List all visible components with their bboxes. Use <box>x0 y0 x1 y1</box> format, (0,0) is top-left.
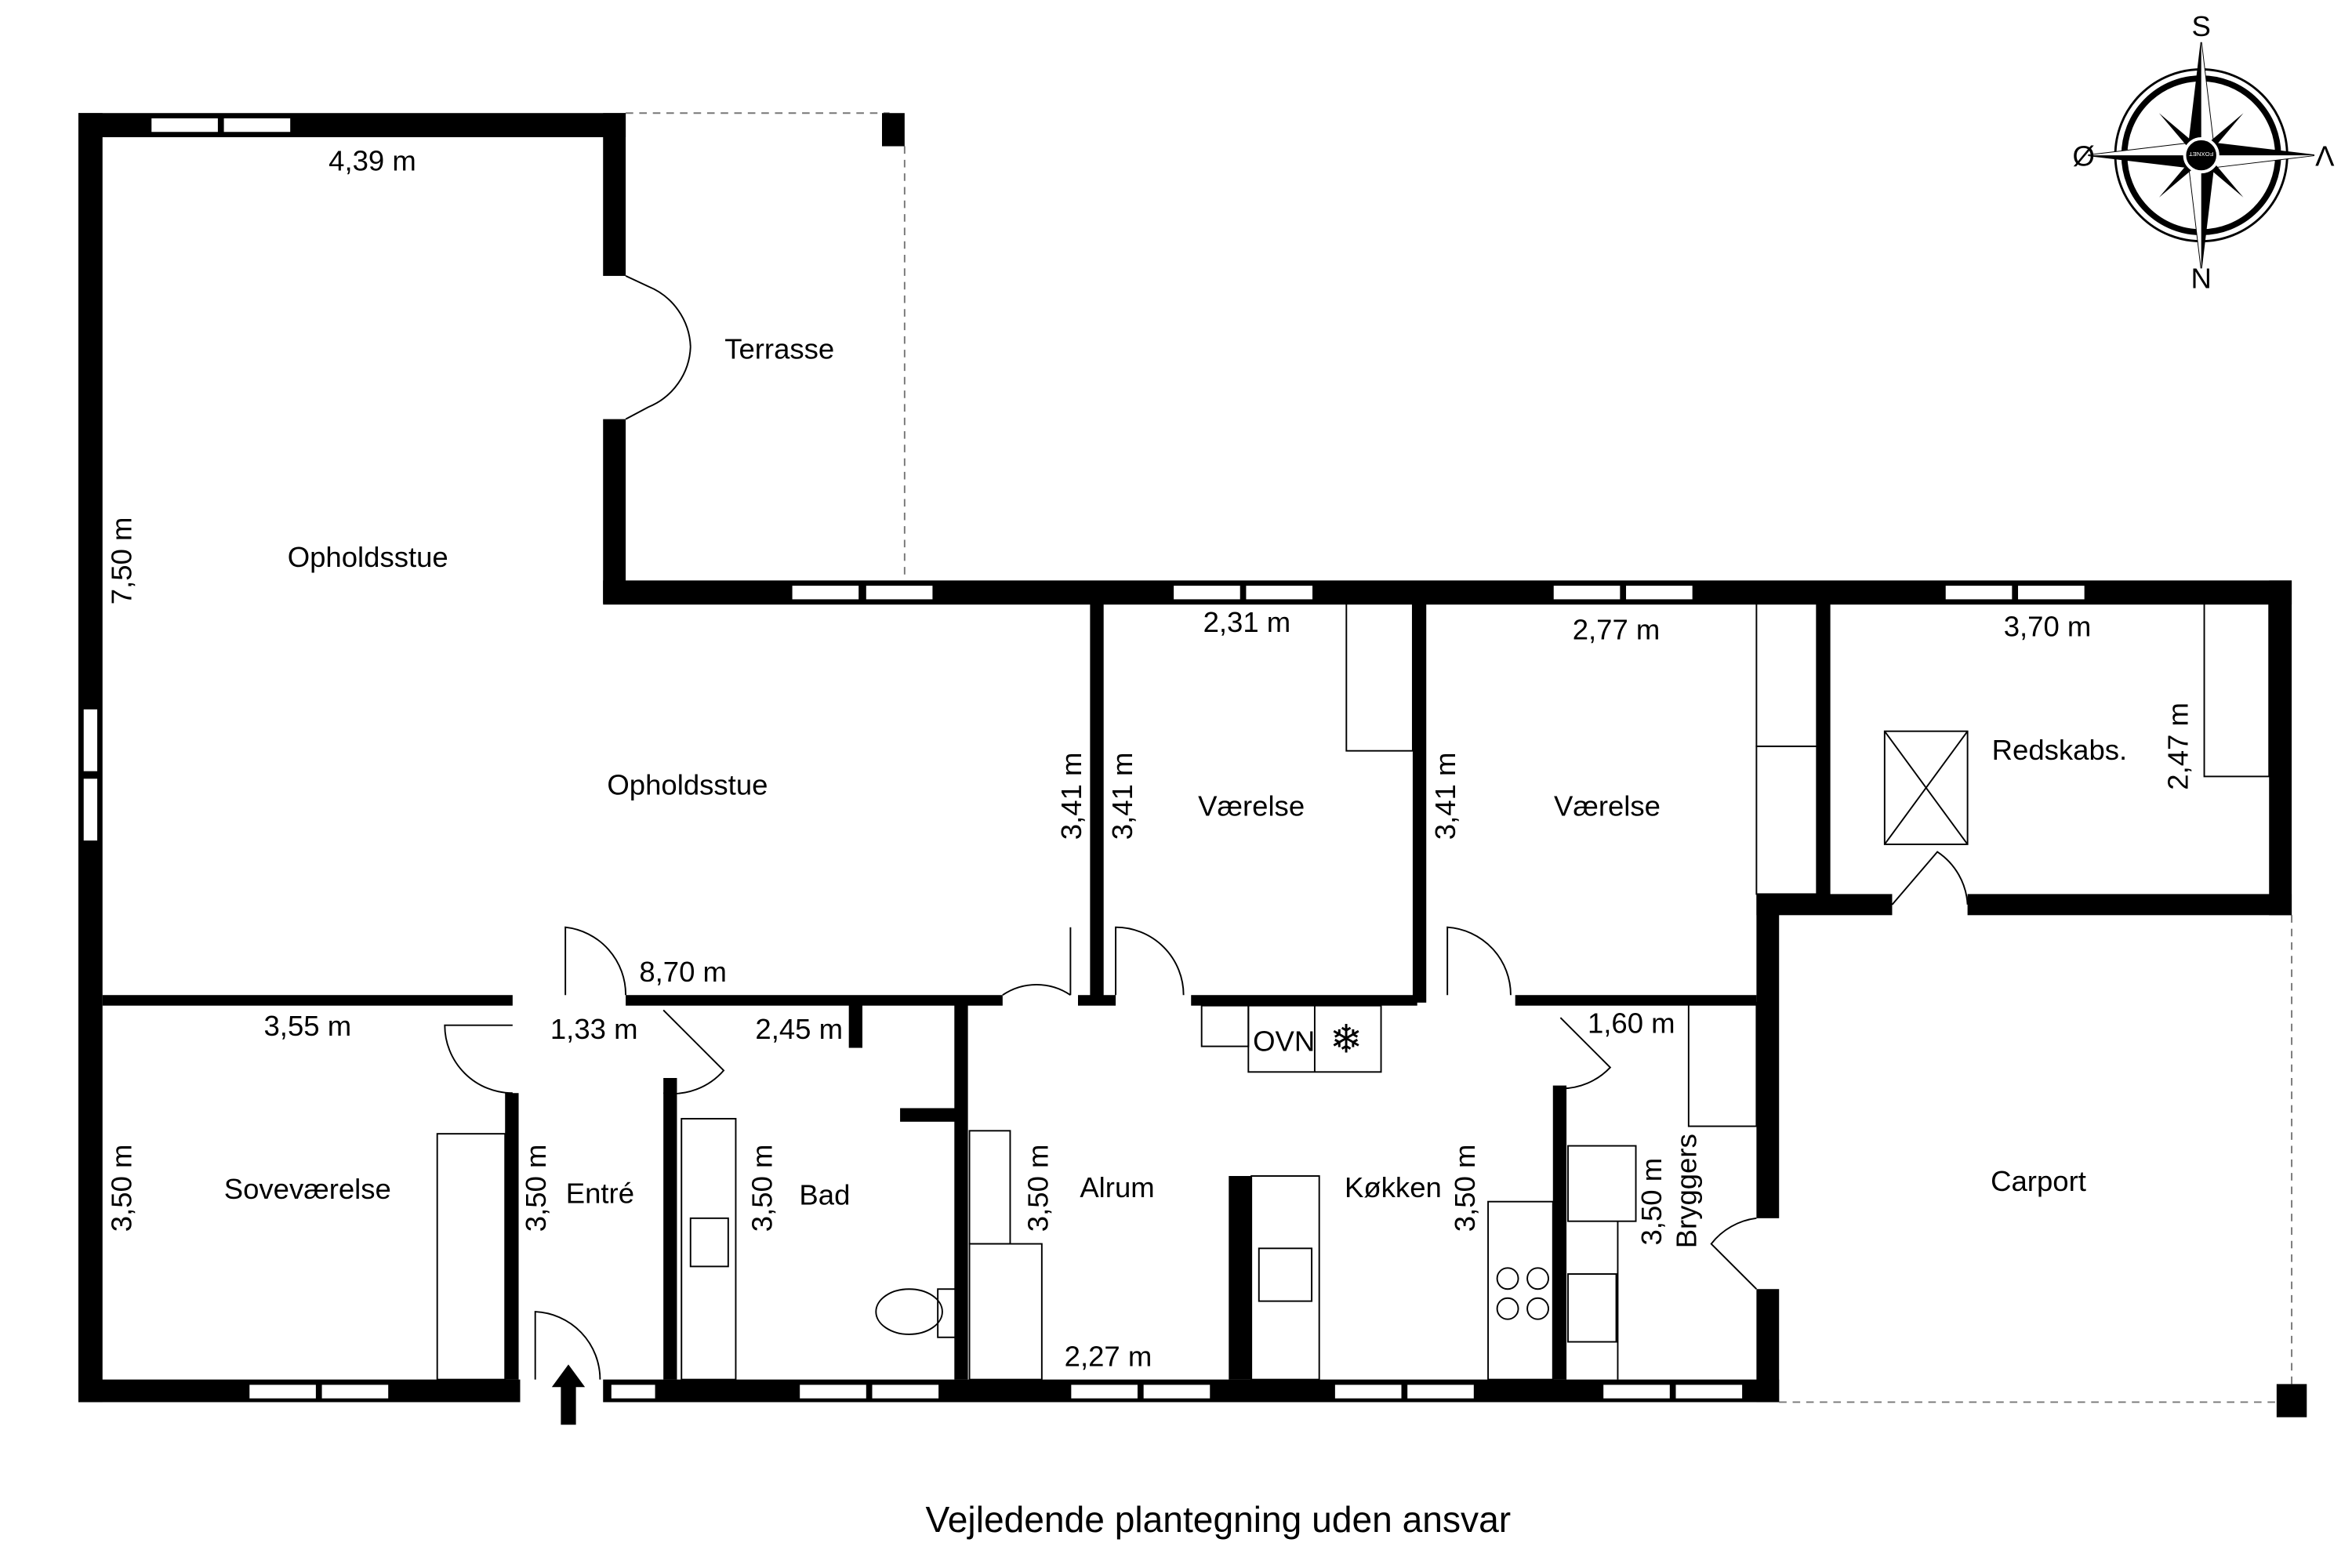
dim-alrum-left: 3,50 m <box>1022 1145 1054 1232</box>
walls <box>78 113 2292 1403</box>
room-bryggers: Bryggers <box>1670 1134 1702 1248</box>
stove-icon <box>1496 1267 1549 1320</box>
room-terrasse: Terrasse <box>724 333 834 365</box>
room-sovevaerelse: Soveværelse <box>224 1173 391 1205</box>
dim-vaerelse2-left: 3,41 m <box>1429 753 1461 840</box>
freezer-icon: ❄ <box>1330 1017 1363 1061</box>
room-alrum: Alrum <box>1080 1171 1154 1203</box>
crate-icon <box>1883 730 1969 845</box>
sink-icon <box>1567 1273 1617 1343</box>
compass-rose: FOXNET S N Ø V <box>2072 10 2334 294</box>
dim-bad-top: 2,45 m <box>755 1013 843 1045</box>
compass-logo: FOXNET <box>2189 151 2213 158</box>
dim-entre-top: 1,33 m <box>550 1013 638 1045</box>
room-redskabs: Redskabs. <box>1992 734 2128 766</box>
room-vaerelse-2: Værelse <box>1554 789 1661 822</box>
room-vaerelse-1: Værelse <box>1198 789 1305 822</box>
compass-top-label: S <box>2192 10 2211 42</box>
dim-sove-left: 3,50 m <box>105 1145 137 1232</box>
dim-vaerelse1-left: 3,41 m <box>1106 753 1138 840</box>
dim-vaerelse2-top: 2,77 m <box>1573 613 1661 645</box>
dim-vaerelse1-top: 2,31 m <box>1203 606 1291 638</box>
carport-outline <box>1779 915 2307 1417</box>
compass-right-label: V <box>2315 140 2335 172</box>
dim-ophold-top: 4,39 m <box>328 144 416 176</box>
room-bad: Bad <box>799 1179 850 1211</box>
compass-bottom-label: N <box>2191 262 2212 294</box>
terrace-outline <box>626 112 906 581</box>
toilet-icon <box>875 1288 943 1335</box>
room-opholdsstue-2: Opholdsstue <box>607 768 768 800</box>
dim-redskabs-right: 2,47 m <box>2161 702 2194 790</box>
dim-alrum-bottom: 2,27 m <box>1065 1340 1152 1372</box>
entrance-arrow-icon <box>551 1364 586 1425</box>
dim-bad-left: 3,50 m <box>746 1145 779 1232</box>
sink-icon <box>689 1217 729 1268</box>
doors <box>444 275 1969 1380</box>
sink-icon <box>1258 1247 1313 1302</box>
dim-koekken-right: 3,50 m <box>1449 1145 1481 1232</box>
dim-sove-top: 3,55 m <box>263 1010 351 1042</box>
dim-bryggers-top: 1,60 m <box>1588 1007 1675 1039</box>
dimension-labels: 4,39 m 7,50 m 8,70 m 3,41 m 2,31 m 3,41 … <box>105 144 2194 1372</box>
dim-ophold-bottom: 8,70 m <box>639 956 727 988</box>
room-labels: Opholdsstue Opholdsstue Terrasse Værelse… <box>224 333 2127 1249</box>
disclaimer-caption: Vejledende plantegning uden ansvar <box>926 1499 1512 1540</box>
room-carport: Carport <box>1991 1165 2086 1197</box>
dim-entre-left: 3,50 m <box>520 1145 552 1232</box>
room-opholdsstue: Opholdsstue <box>288 541 448 573</box>
room-entre: Entré <box>566 1178 634 1210</box>
dim-bryggers-side: 3,50 m <box>1635 1158 1668 1246</box>
dim-redskabs-top: 3,70 m <box>2004 611 2092 643</box>
oven-label: OVN <box>1253 1025 1315 1057</box>
dim-ophold-right: 3,41 m <box>1055 753 1087 840</box>
dim-ophold-left: 7,50 m <box>105 517 137 605</box>
room-koekken: Køkken <box>1345 1171 1442 1203</box>
fixtures: OVN ❄ <box>436 602 2270 1381</box>
compass-left-label: Ø <box>2072 140 2094 172</box>
windows <box>82 117 2086 1400</box>
